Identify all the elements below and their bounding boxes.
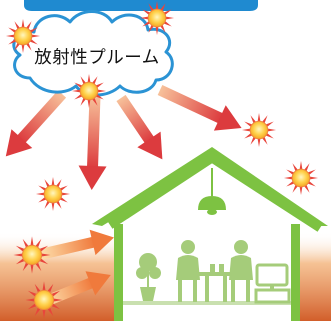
person-icon bbox=[176, 240, 200, 302]
family-at-table bbox=[176, 240, 253, 302]
radiation-particle-icon bbox=[13, 236, 51, 274]
fallout-arrows bbox=[5, 85, 242, 308]
radiation-particles bbox=[5, 0, 319, 319]
header-bar bbox=[24, 0, 258, 11]
plant-icon bbox=[136, 253, 161, 301]
floor-line bbox=[123, 301, 291, 305]
radiation-particle-icon bbox=[71, 73, 107, 109]
radiation-particle-icon bbox=[5, 18, 41, 54]
radiation-particle-icon bbox=[139, 0, 175, 36]
radiation-particle-icon bbox=[283, 160, 319, 196]
radiation-particle-icon bbox=[35, 176, 71, 212]
radiation-particle-icon bbox=[241, 112, 277, 148]
lamp-icon bbox=[198, 168, 226, 215]
plume-label: 放射性プルーム bbox=[34, 48, 160, 68]
radiation-particle-icon bbox=[25, 281, 63, 319]
table-icon bbox=[195, 272, 237, 302]
